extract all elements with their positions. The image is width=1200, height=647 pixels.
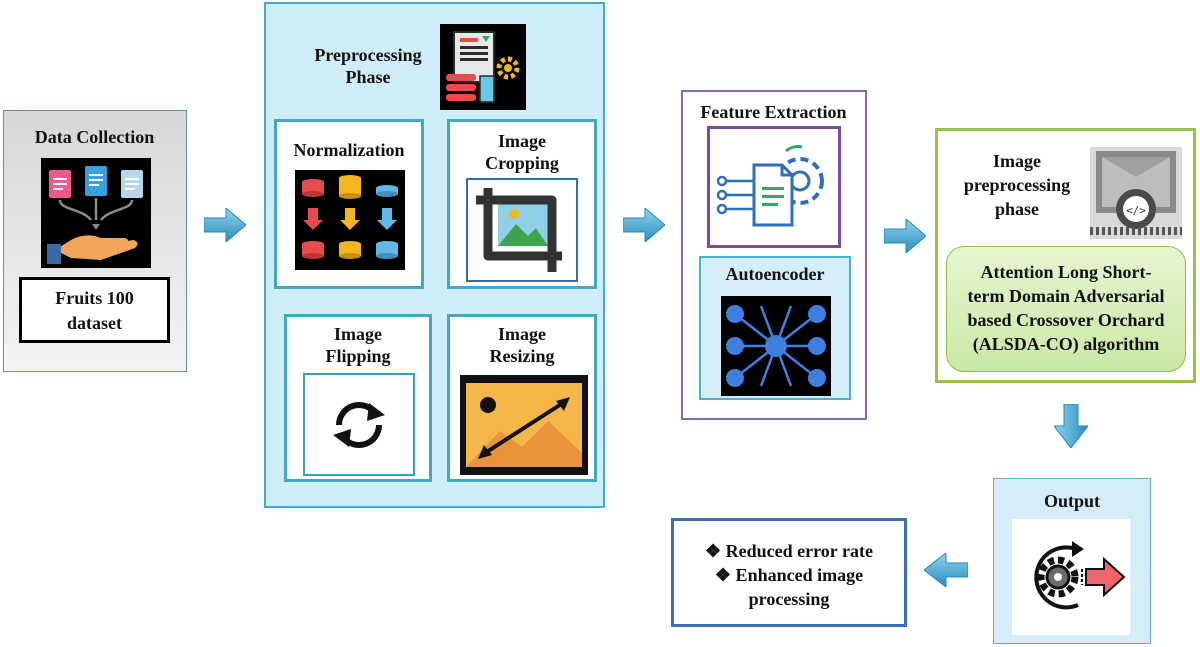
data-collection-stage: Data Collection Fruits 100 dataset xyxy=(3,110,187,372)
image-cropping-line2: Cropping xyxy=(485,153,559,173)
dataset-box: Fruits 100 dataset xyxy=(19,277,170,343)
svg-text:</>: </> xyxy=(1126,204,1146,217)
flow-arrow-icon xyxy=(623,208,665,242)
preprocessing-phase: Preprocessing Phase Normalization xyxy=(264,2,605,508)
image-preprocessing-title: Image preprocessing phase xyxy=(952,149,1082,221)
image-flipping-line1: Image xyxy=(334,324,382,344)
image-flipping-line2: Flipping xyxy=(325,346,391,366)
result-item-enhanced-line2: processing xyxy=(748,589,830,609)
algorithm-line2: term Domain Adversarial xyxy=(967,286,1165,306)
image-flipping-label: Image Flipping xyxy=(287,323,429,367)
normalization-icon xyxy=(295,170,405,270)
document-network-icon xyxy=(716,145,824,227)
image-resizing-line2: Resizing xyxy=(489,346,555,366)
image-code-gear-icon: </> xyxy=(1090,147,1182,239)
result-item-reduced-error: ❖ Reduced error rate xyxy=(705,541,873,561)
output-title: Output xyxy=(1043,491,1101,511)
flow-arrow-down-icon xyxy=(1054,404,1088,448)
autoencoder-box: Autoencoder xyxy=(699,256,851,400)
image-resizing-line1: Image xyxy=(498,324,546,344)
result-item-enhanced-line1: ❖ Enhanced image xyxy=(714,565,864,585)
algorithm-line1: Attention Long Short- xyxy=(980,262,1152,282)
image-preprocessing-line3: phase xyxy=(994,199,1039,219)
dataset-line1: Fruits 100 xyxy=(55,288,134,308)
algorithm-line4: (ALSDA-CO) algorithm xyxy=(972,334,1160,354)
normalization-label: Normalization xyxy=(293,140,405,160)
preprocessing-title-line1: Preprocessing xyxy=(314,45,422,65)
data-collection-icon xyxy=(41,158,151,268)
gear-output-icon xyxy=(1012,519,1130,635)
normalization-box: Normalization xyxy=(274,119,424,289)
image-preprocessing-line1: Image xyxy=(993,151,1041,171)
algorithm-label: Attention Long Short- term Domain Advers… xyxy=(947,260,1185,356)
data-collection-title: Data Collection xyxy=(34,127,155,147)
flow-arrow-icon xyxy=(204,208,246,242)
algorithm-line3: based Crossover Orchard xyxy=(967,310,1165,330)
output-stage: Output xyxy=(993,478,1151,644)
image-cropping-box: Image Cropping xyxy=(447,119,597,289)
image-resizing-box: Image Resizing xyxy=(447,314,597,482)
image-cropping-line1: Image xyxy=(498,131,546,151)
resize-icon xyxy=(460,375,588,475)
feature-extraction-stage: Feature Extraction Autoencoder xyxy=(681,90,867,420)
algorithm-box: Attention Long Short- term Domain Advers… xyxy=(946,246,1186,372)
feature-extraction-title: Feature Extraction xyxy=(700,102,847,122)
autoencoder-label: Autoencoder xyxy=(725,264,825,284)
image-cropping-label: Image Cropping xyxy=(450,130,594,174)
crop-icon xyxy=(466,178,578,282)
image-preprocessing-line2: preprocessing xyxy=(963,175,1071,195)
preprocessing-title: Preprocessing Phase xyxy=(298,44,438,88)
results-list: ❖ Reduced error rate ❖ Enhanced image pr… xyxy=(674,539,904,611)
flow-arrow-icon xyxy=(884,219,926,253)
neural-network-icon xyxy=(721,296,831,396)
flow-arrow-left-icon xyxy=(924,553,968,587)
results-box: ❖ Reduced error rate ❖ Enhanced image pr… xyxy=(671,518,907,627)
dataset-line2: dataset xyxy=(67,313,122,333)
feature-icon-box xyxy=(707,126,841,248)
flip-icon xyxy=(303,373,415,476)
document-gear-icon xyxy=(440,24,526,110)
image-resizing-label: Image Resizing xyxy=(450,323,594,367)
preprocessing-title-line2: Phase xyxy=(345,67,391,87)
image-flipping-box: Image Flipping xyxy=(284,314,432,482)
